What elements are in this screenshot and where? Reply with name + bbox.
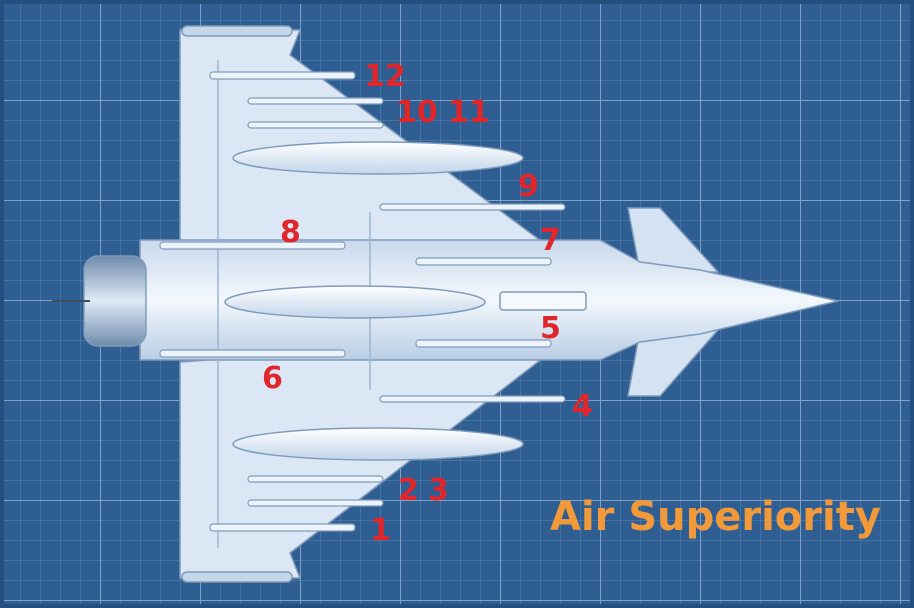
label-4: 4 [572, 389, 593, 424]
lower-wingtip [181, 571, 293, 583]
missiles [159, 71, 566, 532]
label-9: 9 [518, 169, 539, 204]
upper-wingtip [181, 25, 293, 37]
label-2: 2 [398, 473, 419, 508]
missile-station-9 [379, 203, 566, 211]
label-7: 7 [540, 223, 561, 258]
cockpit-canopy [499, 291, 587, 311]
missile-station-8 [159, 241, 346, 250]
aircraft-top-view [52, 25, 839, 583]
label-12: 12 [364, 59, 406, 94]
label-5: 5 [540, 311, 561, 346]
upper-canard [627, 207, 720, 273]
label-6: 6 [262, 361, 283, 396]
missile-station-11 [247, 121, 384, 129]
missile-station-1 [209, 523, 356, 532]
label-8: 8 [280, 215, 301, 250]
center-fuel-tank [224, 285, 486, 319]
label-11: 11 [448, 95, 490, 130]
missile-station-10 [247, 97, 384, 105]
missile-station-4 [379, 395, 566, 403]
upper-fuel-tank [232, 141, 524, 175]
label-10: 10 [396, 95, 438, 130]
engine-nozzles [83, 255, 147, 347]
missile-station-2 [247, 475, 384, 483]
missile-station-3 [247, 499, 384, 507]
lower-fuel-tank [232, 427, 524, 461]
missile-station-5 [415, 339, 552, 348]
missile-station-12 [209, 71, 356, 80]
missile-station-6 [159, 349, 346, 358]
missile-station-7 [415, 257, 552, 266]
diagram-title: Air Superiority [550, 494, 881, 540]
label-3: 3 [428, 473, 449, 508]
label-1: 1 [370, 513, 391, 548]
